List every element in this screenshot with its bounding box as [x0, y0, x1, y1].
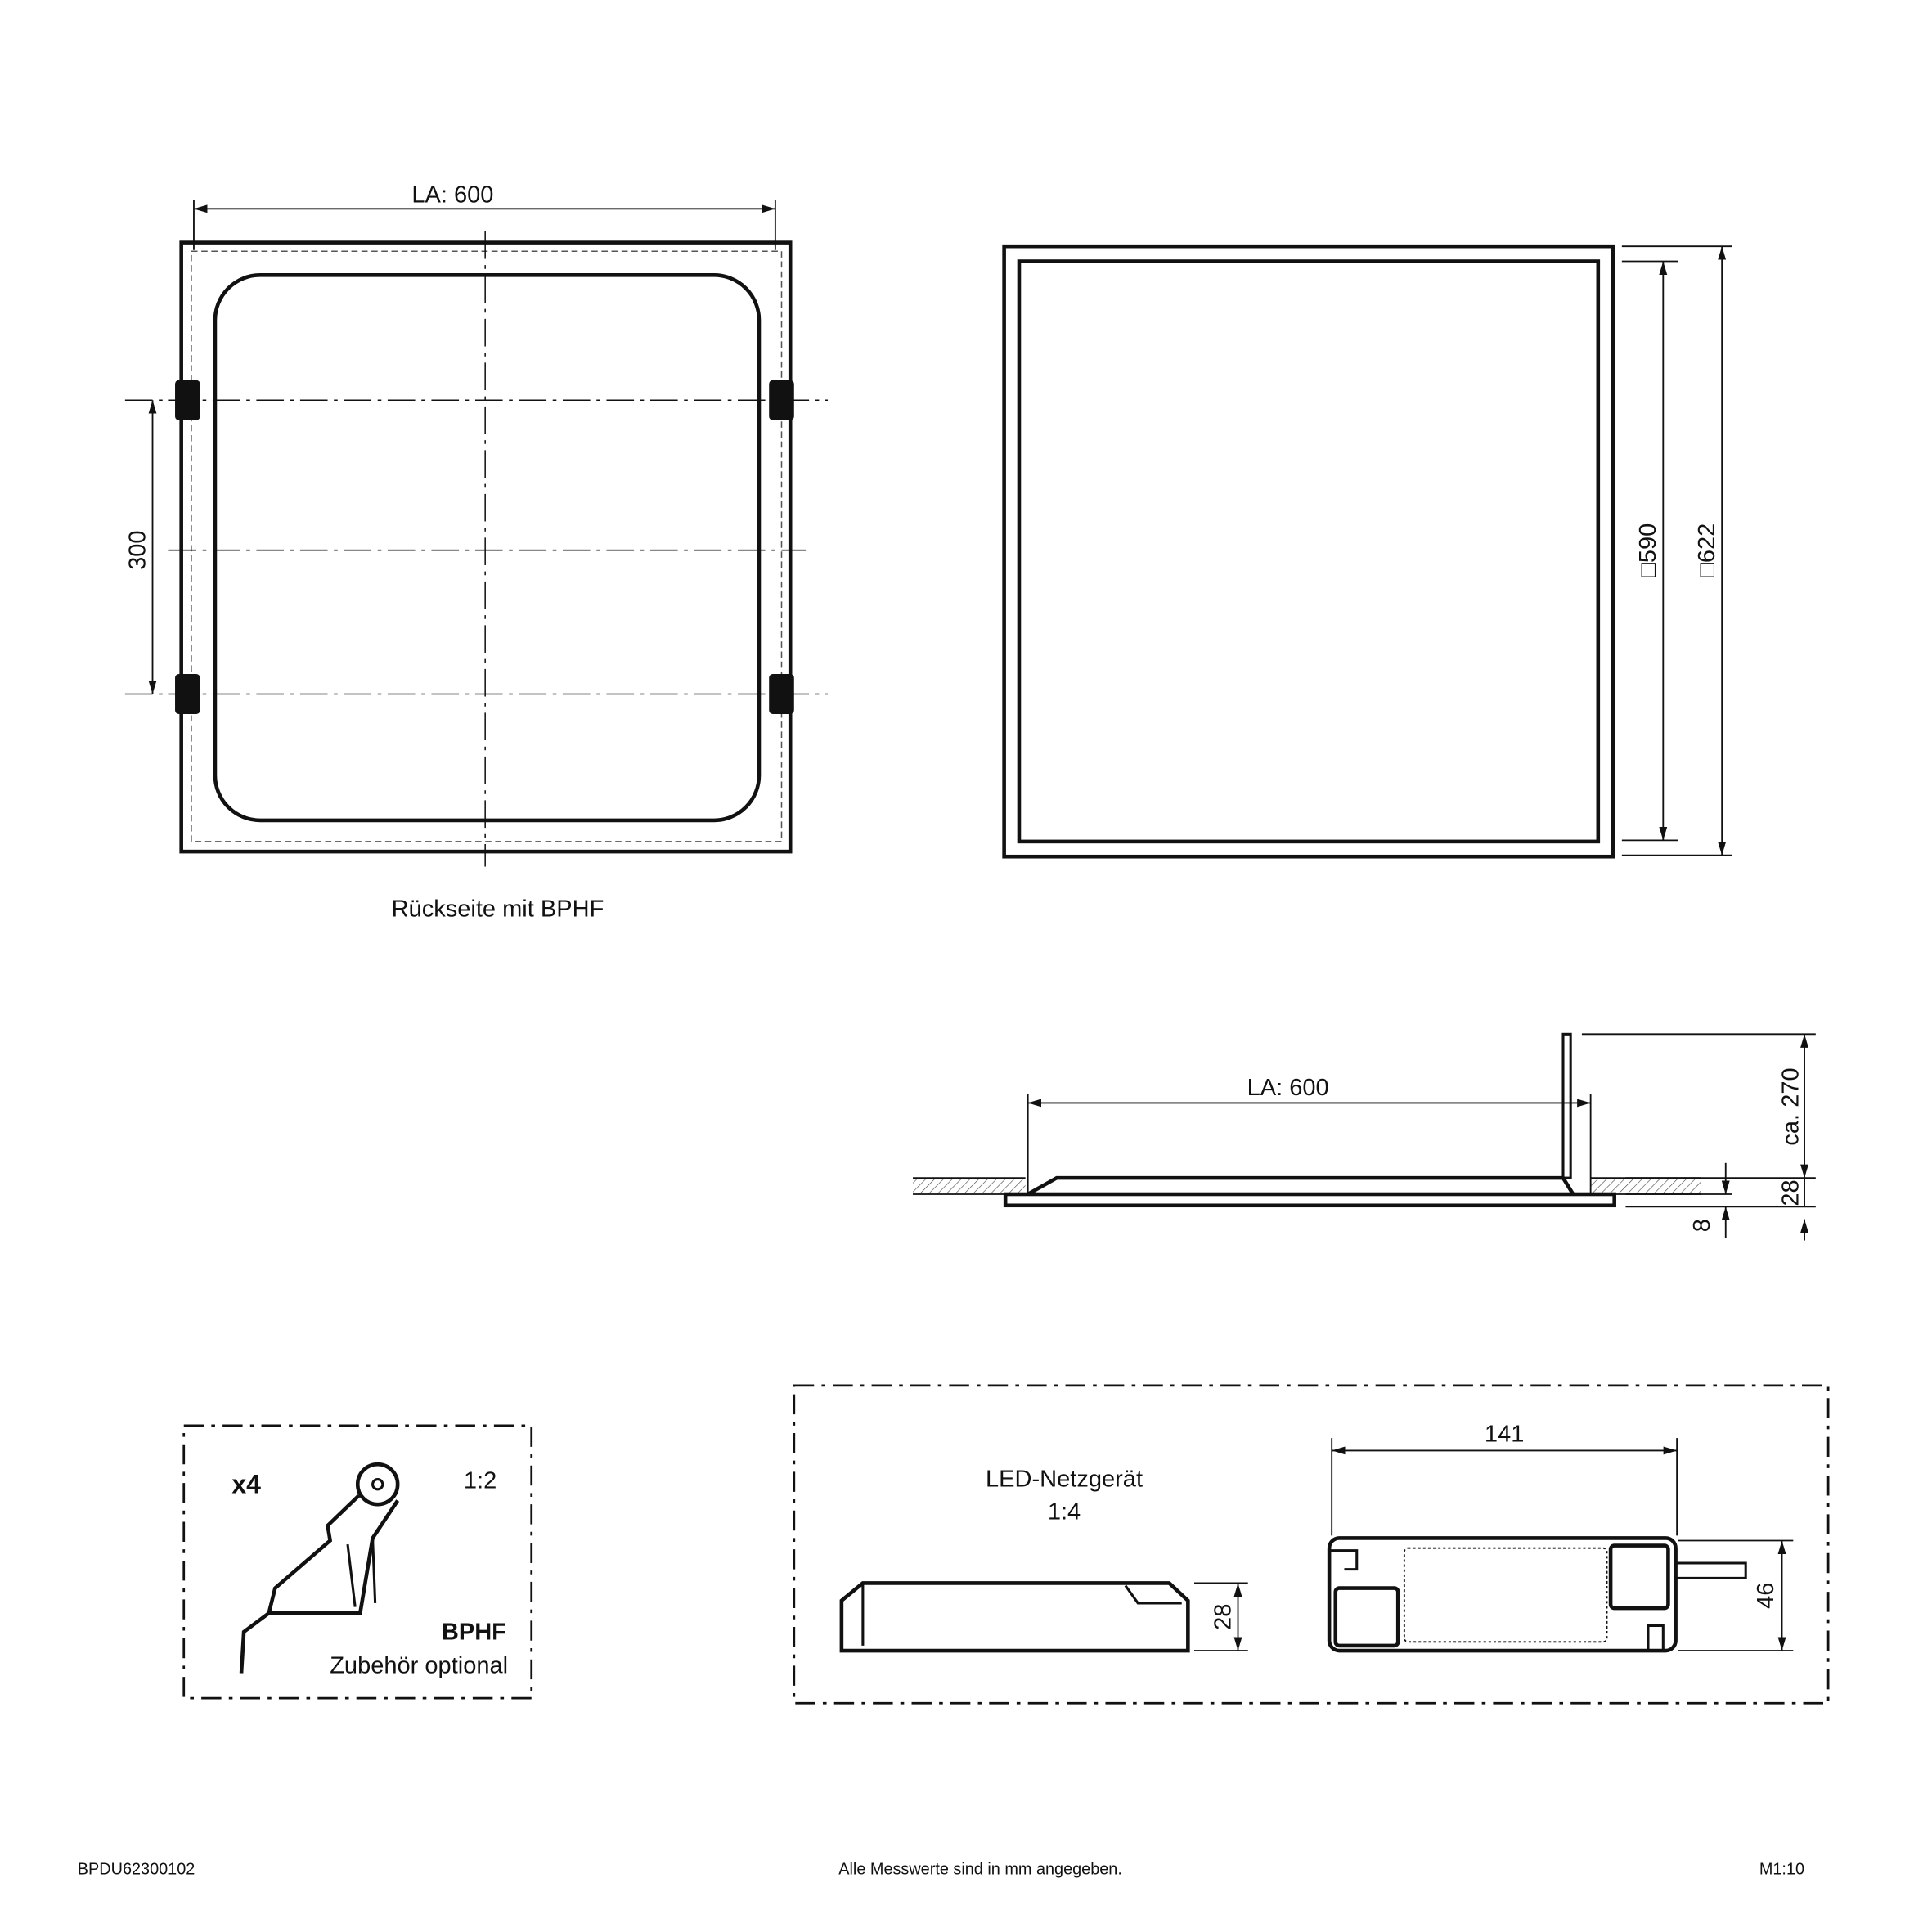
driver-top-view: 141 46	[1327, 1422, 1794, 1653]
section-view: LA: 600 ca. 270 28 8	[913, 1032, 1816, 1241]
accessory-note: Zubehör optional	[330, 1653, 508, 1679]
outer-size-label: □622	[1694, 523, 1720, 577]
driver-width-label: 46	[1753, 1583, 1779, 1609]
back-view: LA: 600 300 Rückseite mit BPHF	[124, 182, 829, 923]
accessory-box: x4 1:2 BPHF Zubehör optional	[182, 1424, 533, 1700]
driver-side-view: 28	[839, 1581, 1248, 1653]
driver-length-label: 141	[1485, 1422, 1524, 1448]
driver-scale: 1:4	[1048, 1498, 1081, 1525]
height-label: ca. 270	[1777, 1067, 1804, 1145]
drawing-scale: M1:10	[1759, 1861, 1804, 1879]
driver-title: LED-Netzgerät	[986, 1467, 1143, 1493]
front-view: □590 □622	[1002, 244, 1732, 859]
units-note: Alle Messwerte sind in mm angegeben.	[838, 1861, 1122, 1879]
driver-height-label: 28	[1210, 1604, 1236, 1630]
bphf-clip-icon	[239, 1462, 400, 1674]
back-width-label: LA: 600	[411, 182, 493, 209]
mounting-clip-icons	[175, 380, 794, 714]
product-code: BPDU62300102	[78, 1861, 195, 1879]
driver-box: LED-Netzgerät 1:4 28 141 46	[793, 1384, 1830, 1705]
accessory-name: BPHF	[442, 1619, 506, 1645]
accessory-count: x4	[231, 1469, 261, 1498]
back-view-caption: Rückseite mit BPHF	[392, 896, 604, 923]
depth-label: 28	[1777, 1179, 1804, 1206]
clip-spacing-label: 300	[124, 530, 151, 569]
inner-size-label: □590	[1635, 523, 1661, 577]
accessory-scale: 1:2	[464, 1467, 496, 1494]
section-width-label: LA: 600	[1247, 1075, 1329, 1101]
flange-label: 8	[1689, 1219, 1715, 1232]
